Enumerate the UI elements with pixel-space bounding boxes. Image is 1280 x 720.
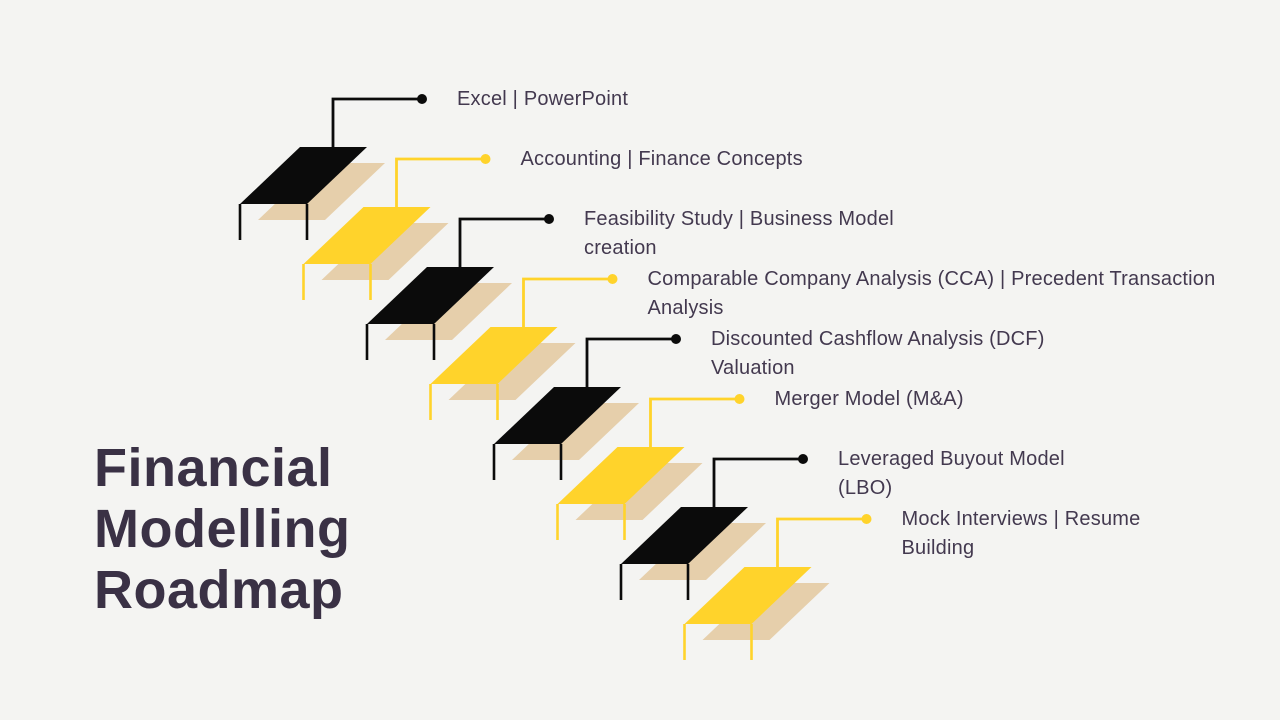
step-label-2: Accounting | Finance Concepts: [521, 145, 803, 174]
step-label-line: Analysis: [647, 296, 724, 319]
connector-line: [522, 277, 613, 337]
step-label-line: Feasibility Study | Business Model: [584, 207, 894, 230]
step-shadow: [512, 403, 639, 460]
connector-line: [585, 337, 676, 397]
step-group-4: [429, 274, 618, 420]
connector-line: [712, 457, 803, 517]
step-top-surface: [240, 147, 367, 204]
step-label-line: Leveraged Buyout Model: [838, 447, 1065, 470]
page-title: Financial Modelling Roadmap: [94, 438, 350, 621]
step-group-7: [619, 454, 808, 600]
step-label-line: Building: [901, 536, 975, 559]
step-label-7: Leveraged Buyout Model (LBO): [838, 445, 1065, 503]
connector-line: [776, 517, 867, 577]
step-group-2: [302, 154, 491, 300]
step-group-1: [238, 94, 427, 240]
step-shadow: [575, 463, 703, 520]
step-label-line: (LBO): [838, 476, 893, 499]
step-label-line: creation: [584, 236, 657, 259]
connector-dot: [544, 214, 554, 224]
step-label-line: Discounted Cashflow Analysis (DCF): [711, 327, 1045, 350]
step-top-surface: [557, 447, 685, 504]
page-title-line: Roadmap: [94, 560, 344, 620]
step-label-line: Mock Interviews | Resume: [901, 507, 1141, 530]
step-shadow: [702, 583, 830, 640]
step-label-line: Valuation: [711, 356, 795, 379]
step-label-1: Excel | PowerPoint: [457, 85, 628, 114]
step-label-line: Merger Model (M&A): [774, 387, 964, 410]
step-label-line: Comparable Company Analysis (CCA) | Prec…: [647, 267, 1216, 290]
step-shadow: [258, 163, 385, 220]
step-group-8: [683, 514, 872, 660]
connector-dot: [671, 334, 681, 344]
step-group-6: [556, 394, 745, 540]
connector-dot: [734, 394, 745, 404]
connector-dot: [417, 94, 427, 104]
step-top-surface: [684, 567, 812, 624]
step-group-3: [365, 214, 554, 360]
connector-dot: [798, 454, 808, 464]
step-top-surface: [367, 267, 494, 324]
connector-line: [649, 397, 740, 457]
step-top-surface: [303, 207, 431, 264]
page-title-line: Financial: [94, 438, 333, 498]
step-top-surface: [621, 507, 748, 564]
step-label-3: Feasibility Study | Business Model creati…: [584, 205, 894, 263]
step-label-6: Merger Model (M&A): [775, 385, 964, 414]
step-label-line: Excel | PowerPoint: [457, 87, 629, 110]
step-label-line: Accounting | Finance Concepts: [520, 147, 803, 170]
step-shadow: [321, 223, 449, 280]
step-top-surface: [494, 387, 621, 444]
step-label-5: Discounted Cashflow Analysis (DCF) Valuat…: [711, 325, 1045, 383]
connector-line: [458, 217, 549, 277]
connector-line: [331, 97, 422, 157]
step-shadow: [385, 283, 512, 340]
step-shadow: [448, 343, 576, 400]
page-title-line: Modelling: [94, 499, 351, 559]
step-label-4: Comparable Company Analysis (CCA) | Prec…: [648, 265, 1216, 323]
step-top-surface: [430, 327, 558, 384]
connector-dot: [480, 154, 491, 164]
connector-line: [395, 157, 486, 217]
connector-dot: [861, 514, 872, 524]
connector-dot: [607, 274, 618, 284]
step-group-5: [492, 334, 681, 480]
step-shadow: [639, 523, 766, 580]
